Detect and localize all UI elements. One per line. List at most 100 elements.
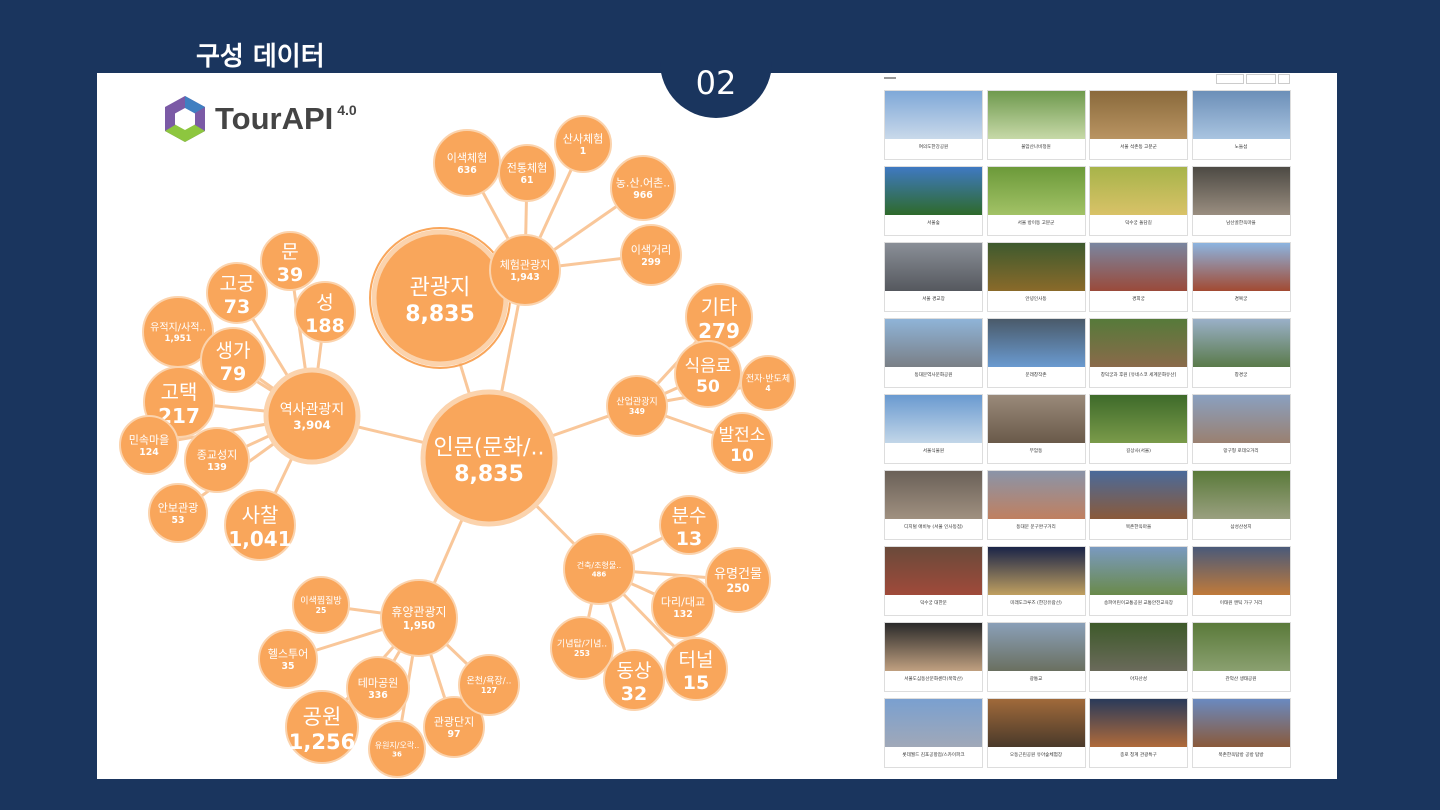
bubble-label: 관광지: [410, 276, 471, 301]
gallery-card[interactable]: 망구형 로데오거리: [1191, 394, 1291, 464]
gallery-caption: 롯데월드 김포공항점/스카이파크: [902, 753, 965, 758]
gallery-card[interactable]: 북촌한옥마을: [1089, 470, 1188, 540]
bubble-circle: [606, 375, 668, 437]
gallery-photo: [1192, 547, 1290, 595]
bubble-value: 97: [447, 729, 460, 740]
bubble-circle: [458, 654, 520, 716]
gallery-card[interactable]: 관악산 생태공원: [1191, 622, 1291, 692]
gallery-card[interactable]: 경희궁: [1089, 242, 1188, 312]
gallery-card[interactable]: 길상사(서울): [1089, 394, 1188, 464]
tourapi-logo: TourAPI 4.0: [163, 94, 357, 144]
gallery-card[interactable]: 동대문 문구완구거리: [986, 470, 1086, 540]
gallery-card[interactable]: 광통교: [986, 622, 1086, 692]
bubble-value: 8,835: [454, 462, 524, 487]
bubble-value: 253: [574, 649, 590, 658]
bubble-value: 1,943: [510, 272, 540, 283]
bubble-label: 분수: [672, 505, 707, 527]
bubble-circle: [285, 690, 359, 764]
gallery-caption: 여의도한강공원: [918, 145, 949, 150]
gallery-caption: 길상사(서울): [1126, 449, 1151, 454]
gallery-caption: 디지털 애비뉴 (서울 인사동점): [904, 525, 963, 530]
gallery-card[interactable]: 경복궁: [1191, 242, 1291, 312]
gallery-card[interactable]: 안녕인사동: [986, 242, 1086, 312]
gallery-card[interactable]: 롯데월드 김포공항점/스카이파크: [884, 698, 983, 768]
bubble-circle: [423, 696, 485, 758]
gallery-photo: [1090, 167, 1187, 215]
gallery-caption: 서울식물원: [922, 449, 945, 454]
gallery-card[interactable]: 부암동: [986, 394, 1086, 464]
gallery-card[interactable]: 서울숲: [884, 166, 983, 236]
bubble-value: 1,951: [165, 334, 192, 344]
gallery-caption: 문래창작촌: [1025, 373, 1047, 378]
bubble-circle: [620, 224, 682, 286]
gallery-card[interactable]: 노들섬: [1191, 90, 1291, 160]
bubble-node: 인문(문화/..8,835: [420, 389, 558, 527]
gallery-card[interactable]: 남산골한옥마을: [1191, 166, 1291, 236]
gallery-card[interactable]: 창경궁: [1191, 318, 1291, 388]
gallery-photo: [885, 699, 982, 747]
bubble-circle: [224, 489, 296, 561]
bubble-label: 터널: [679, 649, 714, 671]
gallery-card[interactable]: 문래창작촌: [986, 318, 1086, 388]
bubble-value: 35: [281, 661, 294, 672]
gallery-photo: [987, 319, 1085, 367]
gallery-card[interactable]: 동대문역사문화공원: [884, 318, 983, 388]
bubble-circle: [346, 656, 410, 720]
bubble-circle: [563, 533, 635, 605]
gallery-card[interactable]: 이태원 앤틱 가구 거리: [1191, 546, 1291, 616]
bubble-node: 농.산.어촌..966: [610, 155, 676, 221]
gallery-card[interactable]: 종로 청계 관광특구: [1089, 698, 1188, 768]
gallery-photo: [1090, 395, 1187, 443]
gallery-card[interactable]: 불암산나비정원: [986, 90, 1086, 160]
bubble-label: 공원: [303, 705, 342, 729]
bubble-label: 문: [281, 241, 298, 263]
gallery-card[interactable]: 아차산성: [1089, 622, 1188, 692]
bubble-label: 역사관광지: [280, 402, 344, 418]
gallery-card[interactable]: 덕수궁 돌담길: [1089, 166, 1188, 236]
gallery-card[interactable]: 창덕궁과 후원 [유네스코 세계문화유산]: [1089, 318, 1188, 388]
bubble-circle: [610, 155, 676, 221]
bubble-circle: [184, 427, 250, 493]
bubble-circle: [554, 115, 612, 173]
gallery-photo: [987, 243, 1085, 291]
gallery-card[interactable]: 디지털 애비뉴 (서울 인사동점): [884, 470, 983, 540]
gallery-photo: [1090, 547, 1187, 595]
gallery-caption: 불암산나비정원: [1021, 145, 1051, 150]
gallery-card[interactable]: 북촌한옥탐방 공방 탐방: [1191, 698, 1291, 768]
gallery-photo: [1090, 319, 1187, 367]
bubble-label: 산업관광지: [616, 396, 657, 408]
gallery-card[interactable]: 서울 석촌동 고분군: [1089, 90, 1188, 160]
gallery-caption: 경희궁: [1132, 297, 1145, 302]
gallery-card[interactable]: 미래도크루즈 (한강유람선): [986, 546, 1086, 616]
gallery-card[interactable]: 서울 방이동 고분군: [986, 166, 1086, 236]
gallery-photo: [1090, 623, 1187, 671]
gallery-toolbar: [884, 74, 1290, 84]
gallery-card[interactable]: 여의도한강공원: [884, 90, 983, 160]
gallery-card[interactable]: 서울식물원: [884, 394, 983, 464]
bubble-label: 식음료: [685, 356, 732, 376]
bubble-label: 테마공원: [358, 676, 398, 689]
gallery-card[interactable]: 덕수궁 대한문: [884, 546, 983, 616]
gallery-card[interactable]: 오동근린공원 유아숲체험장: [986, 698, 1086, 768]
gallery-photo: [987, 699, 1085, 747]
gallery-card[interactable]: 서울도심동산문화센터(북악산): [884, 622, 983, 692]
sort-select[interactable]: [1216, 74, 1244, 84]
gallery-card[interactable]: 삼성산성지: [1191, 470, 1291, 540]
gallery-photo: [987, 167, 1085, 215]
view-toggle[interactable]: [1278, 74, 1290, 84]
gallery-card[interactable]: 서울 경교장: [884, 242, 983, 312]
gallery-photo: [1192, 91, 1290, 139]
gallery-caption: 미래도크루즈 (한강유람선): [1010, 601, 1062, 606]
gallery-caption: 노들섬: [1234, 145, 1248, 150]
gallery-card[interactable]: 송파어린이교통공원 교통안전교육장: [1089, 546, 1188, 616]
filter-select[interactable]: [1246, 74, 1276, 84]
gallery-caption: 동대문역사문화공원: [914, 373, 953, 378]
bubble-value: 1,950: [403, 621, 435, 632]
bubble-label: 민속마을: [129, 433, 169, 446]
